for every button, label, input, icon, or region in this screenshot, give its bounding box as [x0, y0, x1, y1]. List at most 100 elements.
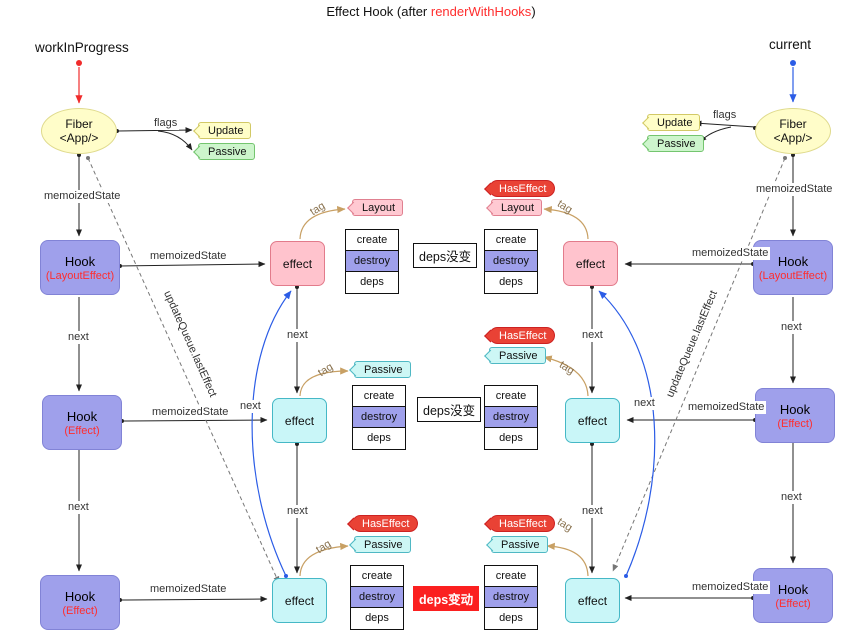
flag-chip-passive-left: Passive [198, 143, 255, 160]
fiber-component: <App/> [773, 131, 813, 145]
table-row-destroy: destroy [351, 587, 403, 608]
edge-label-tag: tag [315, 360, 336, 380]
edge-label-flags-left: flags [152, 117, 180, 130]
root-pointer-edges [75, 60, 797, 104]
flag-chip-passive-right: Passive [647, 135, 704, 152]
effect-table-right-3: create destroy deps [484, 565, 538, 630]
hook-subtitle: (LayoutEffect) [45, 269, 115, 282]
table-row-deps: deps [346, 272, 398, 293]
edge-label-tag: tag [556, 358, 577, 378]
effect-table-left-3: create destroy deps [350, 565, 404, 630]
edge-label-tag: tag [554, 197, 575, 217]
edge-label-flags-right: flags [711, 109, 739, 122]
edge-label-memoizedstate: memoizedState [148, 583, 229, 596]
tag-chip-layout-left-1: Layout [352, 199, 404, 216]
diagram-title: Effect Hook (after renderWithHooks) [0, 4, 862, 19]
effect-node-right-3: effect [565, 578, 620, 623]
edge-label-next: next [580, 505, 605, 518]
hook-title: Hook [64, 253, 96, 269]
effect-node-left-3: effect [272, 578, 327, 623]
table-row-create: create [351, 566, 403, 587]
table-row-deps: deps [351, 608, 403, 629]
edge-label-next: next [632, 397, 657, 410]
edge-label-next: next [238, 400, 263, 413]
edge-label-memoizedstate: memoizedState [150, 406, 231, 419]
tag-chip-passive-right-2: Passive [489, 347, 546, 364]
effect-table-left-1: create destroy deps [345, 229, 399, 294]
annotation-deps-unchanged-2: deps没变 [417, 397, 482, 422]
tag-chip-layout-right-1: Layout [491, 199, 543, 216]
edge-label-memoizedstate: memoizedState [754, 183, 835, 196]
effect-table-right-2: create destroy deps [484, 385, 538, 450]
edge-label-next: next [285, 505, 310, 518]
hook-subtitle: (LayoutEffect) [758, 269, 828, 282]
effect-node-left-1: effect [270, 241, 325, 286]
tag-chip-passive-left-3: Passive [354, 536, 411, 553]
tag-chip-haseffect-right-3: HasEffect [489, 515, 555, 532]
fiber-name: Fiber [65, 117, 93, 131]
fiber-component: <App/> [59, 131, 99, 145]
tag-chip-haseffect-right-2: HasEffect [489, 327, 555, 344]
title-suffix: ) [531, 4, 536, 19]
hook-node-right-1: Hook (LayoutEffect) [753, 240, 833, 295]
effect-table-left-2: create destroy deps [352, 385, 406, 450]
flag-chip-update-right: Update [647, 114, 701, 131]
table-row-destroy: destroy [485, 587, 537, 608]
edge-label-updatequeue-lasteffect-right: updateQueue.lastEffect [664, 288, 720, 400]
edge-label-tag: tag [307, 199, 328, 219]
hook-node-left-3: Hook (Effect) [40, 575, 120, 630]
edge-label-memoizedstate: memoizedState [690, 581, 771, 594]
table-row-create: create [485, 386, 537, 407]
hook-title: Hook [66, 408, 98, 424]
table-row-deps: deps [485, 428, 537, 449]
root-label-workinprogress: workInProgress [35, 40, 129, 55]
edge-label-updatequeue-lasteffect-left: updateQueue.lastEffect [161, 289, 219, 399]
edge-label-next: next [285, 329, 310, 342]
hook-node-right-2: Hook (Effect) [755, 388, 835, 443]
hook-node-left-1: Hook (LayoutEffect) [40, 240, 120, 295]
edge-label-memoizedstate: memoizedState [686, 401, 767, 414]
hook-title: Hook [777, 581, 809, 597]
root-label-current: current [769, 37, 812, 52]
tag-chip-passive-left-2: Passive [354, 361, 411, 378]
hook-title: Hook [779, 401, 811, 417]
effect-table-right-1: create destroy deps [484, 229, 538, 294]
table-row-deps: deps [485, 272, 537, 293]
effect-node-right-2: effect [565, 398, 620, 443]
edge-label-tag: tag [313, 537, 334, 557]
fiber-node-current: Fiber <App/> [755, 108, 831, 154]
title-highlight: renderWithHooks [430, 4, 532, 19]
hook-title: Hook [64, 588, 96, 604]
table-row-deps: deps [485, 608, 537, 629]
tag-chip-passive-right-3: Passive [491, 536, 548, 553]
edge-label-next: next [779, 491, 804, 504]
edge-label-next: next [66, 501, 91, 514]
table-row-destroy: destroy [346, 251, 398, 272]
table-row-destroy: destroy [485, 407, 537, 428]
table-row-create: create [485, 230, 537, 251]
fiber-node-workinprogress: Fiber <App/> [41, 108, 117, 154]
edge-label-memoizedstate: memoizedState [148, 250, 229, 263]
table-row-destroy: destroy [353, 407, 405, 428]
hook-subtitle: (Effect) [62, 604, 98, 617]
effect-node-right-1: effect [563, 241, 618, 286]
title-prefix: Effect Hook (after [326, 4, 431, 19]
hook-subtitle: (Effect) [775, 597, 811, 610]
table-row-deps: deps [353, 428, 405, 449]
table-row-create: create [485, 566, 537, 587]
edge-label-next: next [779, 321, 804, 334]
edge-label-next: next [66, 331, 91, 344]
edge-label-memoizedstate: memoizedState [42, 190, 123, 203]
hook-node-left-2: Hook (Effect) [42, 395, 122, 450]
hook-title: Hook [777, 253, 809, 269]
hook-subtitle: (Effect) [777, 417, 813, 430]
fiber-name: Fiber [779, 117, 807, 131]
tag-chip-haseffect-left-3: HasEffect [352, 515, 418, 532]
table-row-destroy: destroy [485, 251, 537, 272]
hook-node-right-3: Hook (Effect) [753, 568, 833, 623]
table-row-create: create [346, 230, 398, 251]
effect-node-left-2: effect [272, 398, 327, 443]
hook-subtitle: (Effect) [64, 424, 100, 437]
